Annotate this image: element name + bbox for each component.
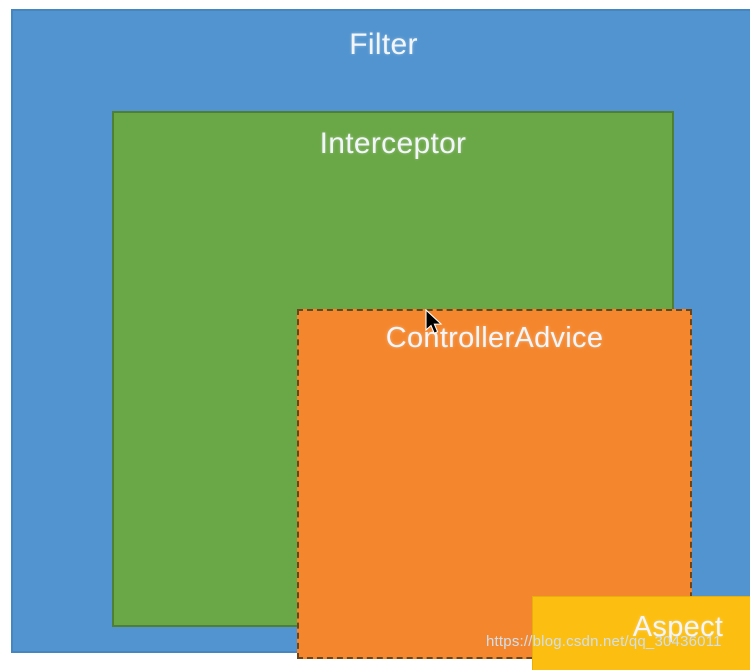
layer-filter: Filter Interceptor ControllerAdvice Aspe… xyxy=(11,9,750,670)
layer-aspect-label: Aspect xyxy=(632,611,724,643)
watermark-text: https://blog.csdn.net/qq_30436011 xyxy=(486,633,722,650)
layer-interceptor-label: Interceptor xyxy=(319,127,467,160)
layer-controller-advice: ControllerAdvice Aspect Controller xyxy=(297,309,750,670)
layer-controller-advice-label: ControllerAdvice xyxy=(385,322,604,354)
layer-interceptor: Interceptor ControllerAdvice Aspect Cont… xyxy=(112,111,750,670)
layer-filter-label: Filter xyxy=(349,28,418,61)
layer-aspect: Aspect Controller xyxy=(532,596,750,670)
